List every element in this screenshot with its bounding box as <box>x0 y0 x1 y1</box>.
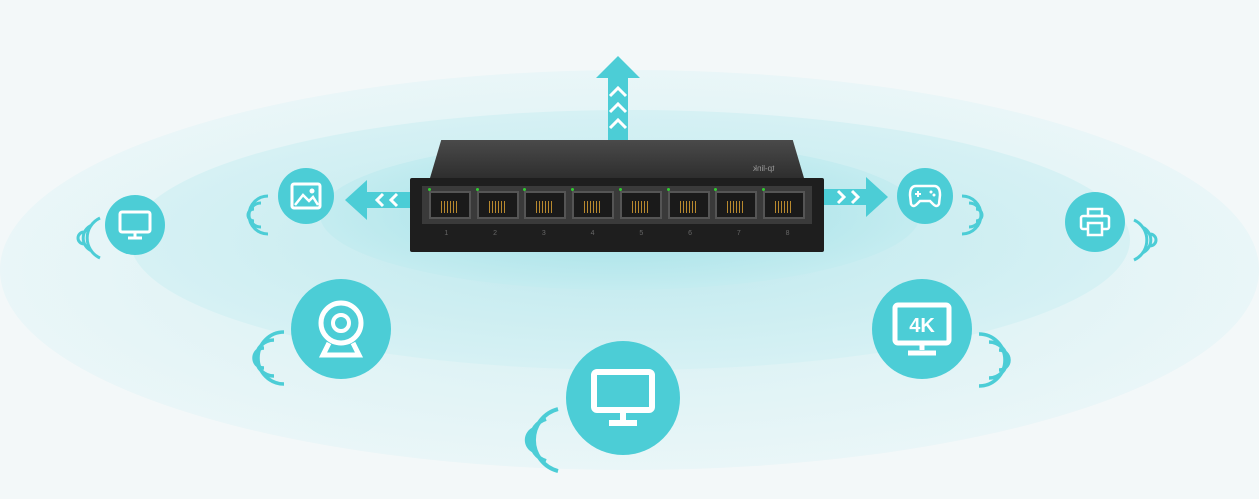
signal-waves-icon <box>1133 218 1158 262</box>
gamepad-icon <box>908 184 942 208</box>
port-panel <box>422 186 812 224</box>
ethernet-port <box>618 188 662 219</box>
ethernet-port <box>571 188 615 219</box>
webcam-device <box>291 279 391 379</box>
switch-front: 1 2 3 4 5 6 7 8 <box>410 178 824 252</box>
gamepad-device <box>897 168 953 224</box>
right-arrow-icon <box>822 177 888 217</box>
port-number: 1 <box>444 230 449 237</box>
image-device <box>278 168 334 224</box>
port-number: 4 <box>590 230 595 237</box>
printer-device <box>1065 192 1125 252</box>
ethernet-port <box>762 188 806 219</box>
webcam-icon <box>318 300 364 358</box>
ethernet-port <box>714 188 758 219</box>
up-arrow-icon <box>596 56 640 142</box>
port-numbers: 1 2 3 4 5 6 7 8 <box>422 230 812 237</box>
signal-waves-icon <box>76 216 101 260</box>
port-number: 2 <box>493 230 498 237</box>
signal-waves-icon <box>978 332 1011 388</box>
tv-4k-label: 4K <box>909 315 935 337</box>
signal-waves-icon <box>524 407 559 473</box>
ethernet-port <box>523 188 567 219</box>
monitor-left-device <box>105 195 165 255</box>
port-number: 7 <box>736 230 741 237</box>
monitor-icon <box>591 369 655 426</box>
brand-logo: tp-link <box>752 164 774 173</box>
tv-4k-device: 4K <box>872 279 972 379</box>
image-icon <box>290 182 322 210</box>
ethernet-port <box>475 188 519 219</box>
tv-4k-icon: 4K <box>892 302 952 356</box>
monitor-icon <box>118 210 152 240</box>
network-switch: tp-link 1 2 3 4 5 6 7 8 <box>410 140 824 252</box>
ethernet-port <box>427 188 471 219</box>
switch-top <box>430 140 804 178</box>
ethernet-port <box>666 188 710 219</box>
port-number: 8 <box>785 230 790 237</box>
printer-icon <box>1079 207 1111 237</box>
left-arrow-icon <box>345 180 411 220</box>
signal-waves-icon <box>252 330 285 386</box>
signal-waves-icon <box>246 194 269 236</box>
signal-waves-icon <box>961 194 984 236</box>
monitor-bottom-device <box>566 341 680 455</box>
port-number: 3 <box>541 230 546 237</box>
port-number: 6 <box>688 230 693 237</box>
port-number: 5 <box>639 230 644 237</box>
